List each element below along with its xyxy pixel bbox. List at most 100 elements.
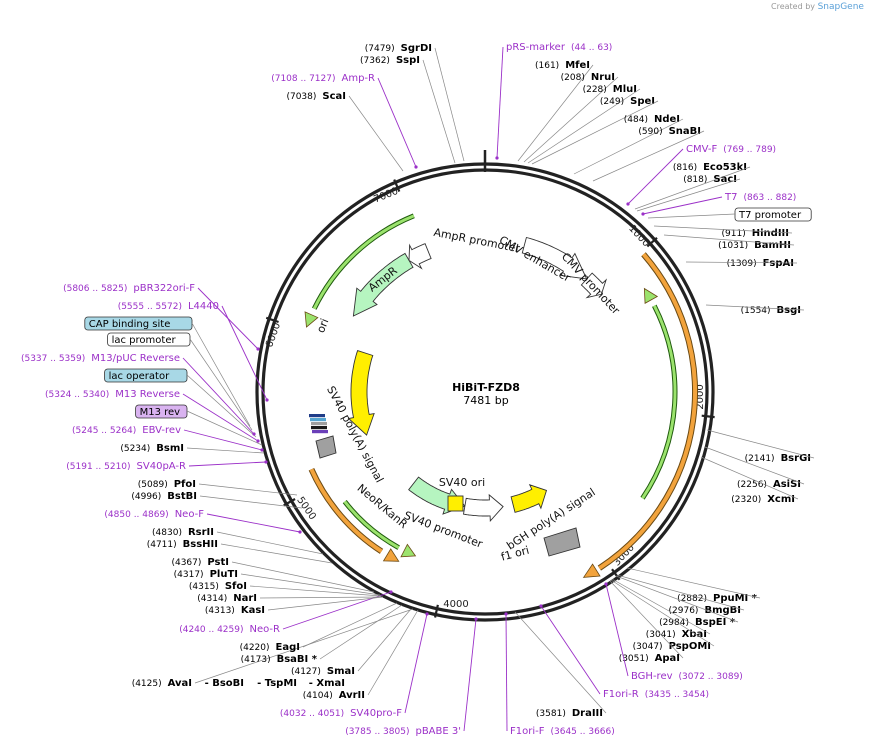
- feature-sv40-promoter[interactable]: [462, 493, 504, 523]
- site-label-xbai-text: (3041)XbaI: [646, 629, 707, 640]
- site-label-bmgbi-leader: [616, 574, 745, 611]
- site-label-sgrdi[interactable]: (7479)SgrDI: [365, 43, 465, 162]
- site-label-pluti[interactable]: (4317)PluTI: [174, 569, 381, 596]
- site-label-eagi[interactable]: (4220)EagI: [240, 602, 398, 653]
- site-label-f1ori-f[interactable]: F1ori-F(3645 .. 3666): [504, 612, 615, 737]
- site-label-saci-text: (818)SacI: [683, 174, 737, 185]
- site-label-cap-binding-site[interactable]: CAP binding site: [84, 316, 251, 427]
- site-label-ebv-rev-text: (5245 .. 5264)EBV-rev: [72, 425, 181, 436]
- site-label-cmv-f[interactable]: CMV-F(769 .. 789): [626, 144, 776, 206]
- feature-ori[interactable]: [347, 350, 375, 436]
- site-label-tspmi[interactable]: - TspMI: [257, 678, 297, 689]
- site-label-nari[interactable]: (4314)NarI: [197, 593, 383, 604]
- site-label-mfei[interactable]: (161)MfeI: [517, 60, 594, 162]
- site-label-bsabi[interactable]: (4173)BsaBI *: [241, 604, 403, 665]
- site-label-f1ori-r[interactable]: F1ori-R(3435 .. 3454): [539, 604, 709, 700]
- site-label-snabi[interactable]: (590)SnaBI: [592, 126, 705, 182]
- feature-bgh-polya[interactable]: [543, 527, 581, 557]
- site-label-ebv-rev[interactable]: (5245 .. 5264)EBV-rev: [72, 425, 264, 452]
- site-label-asisi[interactable]: (2256)AsiSI: [704, 446, 805, 490]
- site-label-xmai[interactable]: - XmaI: [309, 678, 345, 689]
- site-label-rsrii[interactable]: (4830)RsrII: [152, 527, 324, 555]
- site-label-kasi[interactable]: (4313)KasI: [205, 596, 384, 616]
- site-label-psti[interactable]: (4367)PstI: [171, 557, 375, 593]
- site-label-bsrgi[interactable]: (2141)BsrGI: [706, 429, 815, 464]
- site-label-bamhi-text: (1031)BamHI: [718, 240, 791, 251]
- site-label-bamhi[interactable]: (1031)BamHI: [663, 234, 795, 251]
- site-label-ndei[interactable]: (484)NdeI: [573, 114, 684, 175]
- site-label-t7[interactable]: T7(863 .. 882): [641, 192, 796, 216]
- site-label-bsmi[interactable]: (5234)BsmI: [120, 443, 265, 454]
- site-label-bstbi[interactable]: (4996)BstBI: [131, 491, 303, 509]
- site-label-lac-operator[interactable]: lac operator: [104, 368, 257, 438]
- site-label-bamhi-leader: [663, 234, 795, 246]
- site-label-nrui-leader: [523, 76, 619, 163]
- site-label-sfoi[interactable]: (4315)SfoI: [189, 581, 382, 597]
- site-label-t7-promoter[interactable]: T7 promoter: [647, 207, 812, 222]
- feature-sv40-ori[interactable]: [447, 495, 464, 512]
- site-label-l4440-site-mark: [265, 398, 269, 402]
- site-label-sv40pro-f-leader: [404, 613, 428, 714]
- green-band-left: [343, 500, 400, 549]
- site-label-scai-leader: [348, 95, 404, 172]
- feature-sv40-polya[interactable]: [315, 435, 337, 459]
- feature-f1-ori[interactable]: [510, 484, 548, 513]
- site-label-amp-r[interactable]: (7108 .. 7127)Amp-R: [271, 73, 418, 169]
- site-label-sv40pa-r[interactable]: (5191 .. 5210)SV40pA-R: [66, 460, 268, 472]
- site-label-pbr322ori-f[interactable]: (5806 .. 5825)pBR322ori-F: [63, 283, 260, 351]
- scale-tick: [646, 236, 658, 248]
- site-label-apai[interactable]: (3051)ApaI: [609, 580, 684, 664]
- site-label-kasi-leader: [267, 596, 384, 611]
- site-label-m13-rev-text: M13 rev: [140, 407, 181, 418]
- site-label-spei[interactable]: (249)SpeI: [531, 96, 659, 165]
- green-band-top-arrowhead: [304, 311, 319, 328]
- site-label-saci[interactable]: (818)SacI: [636, 174, 741, 212]
- orange-band-left: [309, 468, 383, 554]
- feature-cmv-promoter[interactable]: [580, 272, 608, 299]
- site-label-sspi[interactable]: (7362)SspI: [360, 55, 456, 164]
- feature-ampr[interactable]: [352, 252, 414, 317]
- feature-cmv-enhancer[interactable]: [521, 236, 588, 280]
- site-label-snabi-leader: [592, 130, 705, 182]
- site-label-fspai[interactable]: (1309)FspAI: [685, 258, 798, 269]
- site-label-pspomi[interactable]: (3047)PspOMI: [610, 579, 715, 652]
- site-label-m13-puc-reverse-site-mark: [252, 432, 256, 436]
- site-label-lac-promoter[interactable]: lac promoter: [107, 332, 253, 431]
- site-label-avrii[interactable]: (4104)AvrII: [303, 609, 419, 701]
- site-label-avai[interactable]: (4125)AvaI: [132, 608, 414, 689]
- site-label-f1ori-f-text: F1ori-F(3645 .. 3666): [510, 726, 615, 737]
- site-label-bsgi[interactable]: (1554)BsgI: [705, 304, 805, 316]
- site-label-scai[interactable]: (7038)ScaI: [286, 91, 404, 172]
- site-label-bgh-rev-site-mark: [604, 582, 608, 586]
- site-label-smai[interactable]: (4127)SmaI: [291, 608, 412, 677]
- feature-ampr-promoter[interactable]: [408, 243, 432, 270]
- site-label-pfoi[interactable]: (5089)PfoI: [138, 479, 298, 496]
- site-label-bsobi[interactable]: - BsoBI: [205, 678, 244, 689]
- site-label-draiii[interactable]: (3581)DraIII: [514, 611, 607, 719]
- site-label-prs-marker[interactable]: pRS-marker(44 .. 63): [495, 42, 612, 160]
- site-label-hindiii[interactable]: (911)HindIII: [653, 225, 793, 239]
- site-label-xbai[interactable]: (3041)XbaI: [611, 578, 711, 640]
- site-label-m13-rev[interactable]: M13 rev: [135, 404, 263, 446]
- site-label-neo-f[interactable]: (4850 .. 4869)Neo-F: [104, 509, 302, 534]
- site-label-l4440[interactable]: (5555 .. 5572)L4440: [118, 301, 269, 402]
- site-label-m13-reverse[interactable]: (5324 .. 5340)M13 Reverse: [45, 389, 260, 443]
- site-label-pbabe-3[interactable]: (3785 .. 3805)pBABE 3': [345, 617, 478, 737]
- site-label-ppumi[interactable]: (2882)PpuMI *: [626, 567, 761, 604]
- site-label-eco53ki[interactable]: (816)Eco53kI: [634, 162, 751, 210]
- site-label-sv40pro-f[interactable]: (4032 .. 4051)SV40pro-F: [280, 612, 429, 719]
- site-label-xcmi[interactable]: (2320)XcmI: [700, 456, 799, 505]
- site-label-m13-puc-reverse[interactable]: (5337 .. 5359)M13/pUC Reverse: [21, 353, 256, 436]
- site-label-psti-text: (4367)PstI: [171, 557, 229, 568]
- site-label-asisi-leader: [704, 446, 805, 485]
- site-label-mlui[interactable]: (228)MluI: [527, 84, 641, 164]
- site-label-bspei[interactable]: (2984)BspEI *: [615, 575, 739, 628]
- site-label-apai-text: (3051)ApaI: [619, 653, 680, 664]
- site-label-nrui[interactable]: (208)NruI: [523, 72, 619, 163]
- site-label-bsmi-leader: [186, 447, 265, 454]
- site-label-bsshii[interactable]: (4711)BssHII: [147, 539, 333, 564]
- site-label-bsrgi-text: (2141)BsrGI: [745, 453, 811, 464]
- site-label-bgh-rev[interactable]: BGH-rev(3072 .. 3089): [604, 582, 743, 682]
- site-label-bmgbi[interactable]: (2976)BmgBI: [616, 574, 745, 616]
